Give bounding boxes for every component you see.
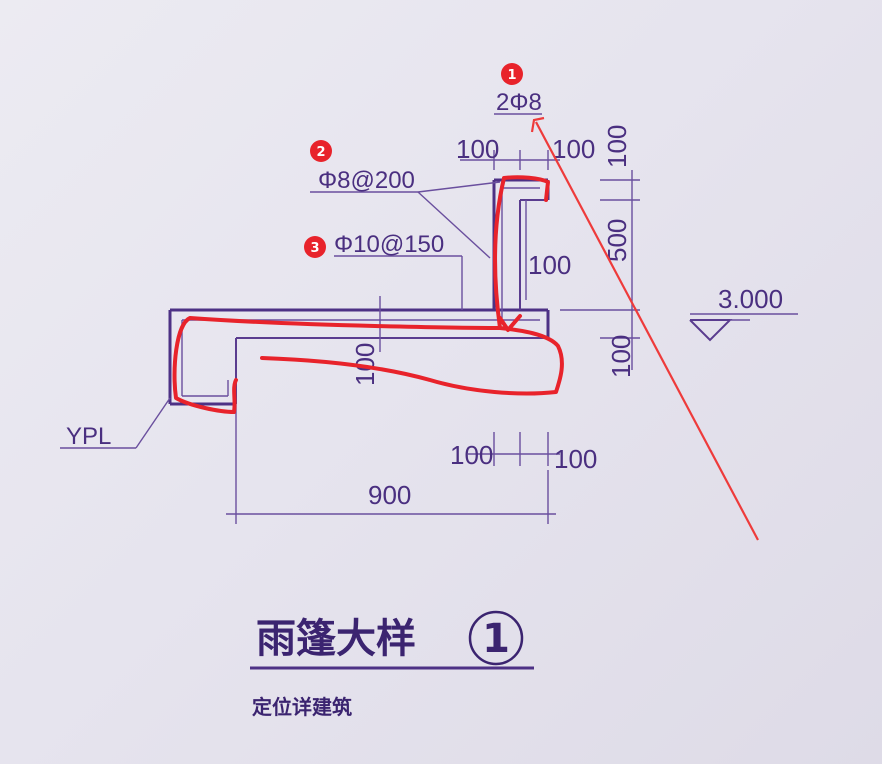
badge-3: 3 (304, 236, 326, 258)
elevation-value: 3.000 (718, 284, 783, 314)
rebar-leaders (60, 113, 542, 449)
bottom-right-dimensions (468, 432, 560, 466)
right-dimensions (560, 170, 640, 370)
dim-bottom-left: 100 (450, 440, 493, 470)
svg-text:1: 1 (507, 68, 516, 83)
dim-span: 900 (368, 480, 411, 510)
red-markup-inner (498, 314, 522, 332)
top-dimensions (460, 150, 560, 170)
red-arrow-line (535, 121, 759, 541)
dim-bottom-right: 100 (554, 444, 597, 474)
badge-2: 2 (310, 140, 332, 162)
drawing-note: 定位详建筑 (252, 695, 352, 719)
red-arrow-head (530, 116, 545, 133)
elevation-symbol (689, 313, 798, 342)
dim-top-right: 100 (552, 134, 595, 164)
dim-right-top: 100 (602, 125, 632, 168)
dim-top-left: 100 (456, 134, 499, 164)
svg-text:3: 3 (310, 241, 319, 256)
drawing-title: 雨篷大样 (256, 616, 416, 662)
parapet-outline (492, 178, 550, 318)
svg-text:2: 2 (316, 145, 325, 160)
rebar-slab-label: Φ10@150 (334, 231, 444, 258)
span-dimension (226, 404, 556, 524)
dim-inner-height: 100 (528, 250, 571, 280)
svg-text:1: 1 (482, 616, 510, 662)
rebar-top-label: 2Φ8 (496, 89, 542, 116)
title-number-circle: 1 (468, 610, 524, 666)
rebar-stirrup-label: Φ8@200 (318, 167, 415, 194)
dim-right-bottom: 100 (606, 335, 636, 378)
member-label: YPL (66, 423, 111, 450)
red-markup-outline (172, 175, 564, 414)
badge-1: 1 (501, 63, 523, 85)
